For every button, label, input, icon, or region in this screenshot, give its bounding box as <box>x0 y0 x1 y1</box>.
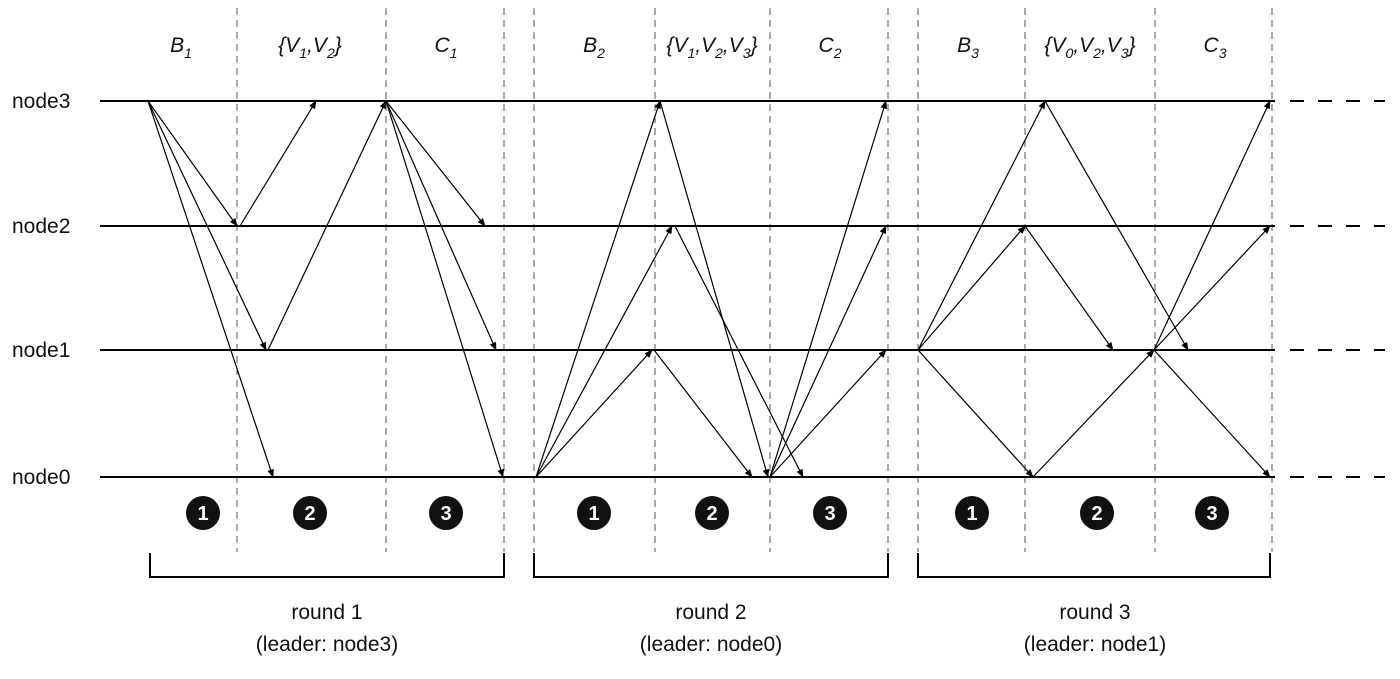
svg-text:3: 3 <box>824 503 835 525</box>
message-arrow-node1-to-node0 <box>653 349 753 478</box>
message-arrow-node0-to-node2 <box>769 225 887 478</box>
message-arrow-node0-to-node3 <box>769 100 887 478</box>
message-arrow-node1-to-node0 <box>917 349 1034 478</box>
phase-label: B2​ <box>583 34 605 61</box>
message-arrow-node1-to-node3 <box>1153 100 1271 351</box>
svg-text:3: 3 <box>440 503 451 525</box>
message-arrow-node1-to-node2 <box>1153 225 1271 351</box>
message-arrow-node0-to-node3 <box>535 100 661 478</box>
svg-text:1: 1 <box>588 503 599 525</box>
round-2-leader: (leader: node0) <box>640 633 782 656</box>
node-timelines <box>100 100 1385 478</box>
phase-label: C3​ <box>1204 34 1227 61</box>
node-label-node2: node2 <box>12 215 70 238</box>
node-label-node1: node1 <box>12 339 70 362</box>
node-label-node3: node3 <box>12 90 70 113</box>
phase-label: B3​ <box>957 34 979 61</box>
round-labels: round 1 (leader: node3) round 2 (leader:… <box>256 601 1166 656</box>
message-arrow-node3-to-node0 <box>659 100 770 478</box>
step-3-marker: 3 <box>1195 496 1229 530</box>
step-markers: 1 2 3 1 2 3 1 2 3 <box>186 496 1229 530</box>
phase-label: B1​ <box>170 34 192 61</box>
message-arrow-node3-to-node1 <box>147 100 267 351</box>
message-arrow-node0-to-node2 <box>535 225 673 478</box>
svg-text:3: 3 <box>1206 503 1217 525</box>
round-2-title: round 2 <box>675 601 746 624</box>
step-3-marker: 3 <box>813 496 847 530</box>
message-arrow-node0-to-node1 <box>769 349 887 478</box>
round-1-leader: (leader: node3) <box>256 633 398 656</box>
message-arrow-node3-to-node2 <box>385 100 486 227</box>
svg-text:2: 2 <box>1091 503 1102 525</box>
step-1-marker: 1 <box>955 496 989 530</box>
round-3-title: round 3 <box>1059 601 1130 624</box>
round-brackets <box>149 553 1271 578</box>
message-arrow-node1-to-node3 <box>917 100 1046 351</box>
message-arrow-node0-to-node1 <box>1032 349 1155 478</box>
step-1-marker: 1 <box>577 496 611 530</box>
phase-label: {V0​,V2​,V3​} <box>1044 34 1135 61</box>
round-3-leader: (leader: node1) <box>1024 633 1166 656</box>
message-arrow-node3-to-node1 <box>385 100 497 351</box>
node-label-node0: node0 <box>12 466 70 489</box>
message-arrow-node3-to-node0 <box>385 100 504 478</box>
svg-text:2: 2 <box>706 503 717 525</box>
message-arrow-node1-to-node0 <box>1153 349 1271 478</box>
svg-text:2: 2 <box>304 503 315 525</box>
message-arrow-node1-to-node3 <box>267 100 387 351</box>
round-1-bracket <box>149 553 505 578</box>
message-arrow-node3-to-node1 <box>1044 100 1189 351</box>
node-labels: node3 node2 node1 node0 <box>12 90 70 489</box>
step-1-marker: 1 <box>186 496 220 530</box>
phase-labels: B1​ {V1​,V2​} C1​ B2​ {V1​,V2​,V3​} C2​ B3​ {V0… <box>170 34 1227 61</box>
round-1-title: round 1 <box>291 601 362 624</box>
step-2-marker: 2 <box>695 496 729 530</box>
step-2-marker: 2 <box>1080 496 1114 530</box>
message-arrow-node3-to-node2 <box>147 100 238 227</box>
step-2-marker: 2 <box>293 496 327 530</box>
message-arrow-node3-to-node0 <box>147 100 274 478</box>
round-3-bracket <box>917 553 1271 578</box>
message-arrow-node0-to-node1 <box>535 349 653 478</box>
message-arrow-node2-to-node1 <box>1024 225 1114 351</box>
message-arrows <box>147 100 1271 478</box>
round-2-bracket <box>533 553 889 578</box>
svg-text:1: 1 <box>966 503 977 525</box>
phase-label: C1​ <box>435 34 458 61</box>
message-arrow-node1-to-node2 <box>917 225 1026 351</box>
phase-label: {V1​,V2​} <box>278 34 342 61</box>
svg-text:1: 1 <box>197 503 208 525</box>
message-arrow-node2-to-node3 <box>239 100 317 227</box>
step-3-marker: 3 <box>429 496 463 530</box>
phase-dividers <box>236 8 1273 552</box>
phase-label: {V1​,V2​,V3​} <box>666 34 757 61</box>
phase-label: C2​ <box>819 34 842 61</box>
message-arrow-node2-to-node0 <box>674 225 804 478</box>
